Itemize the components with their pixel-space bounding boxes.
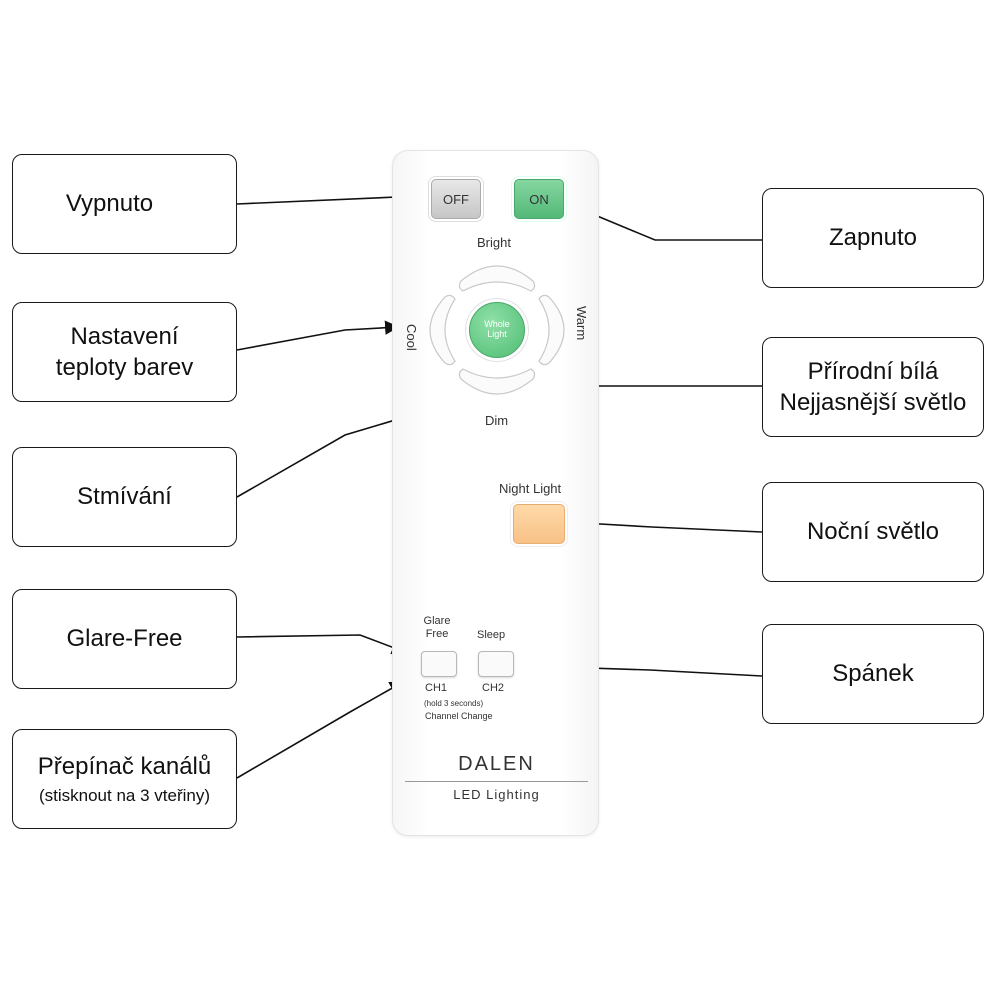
callout-stmivani: Stmívání bbox=[12, 447, 237, 547]
callout-stmivani-text: Stmívání bbox=[77, 483, 172, 511]
callout-prirodni-line1: Přírodní bílá bbox=[807, 357, 939, 385]
callout-spanek-text: Spánek bbox=[832, 660, 914, 688]
ch2-sleep-button[interactable] bbox=[478, 651, 514, 677]
callout-glare: Glare-Free bbox=[12, 589, 237, 689]
callout-prirodni-line2: Nejjasnější světlo bbox=[779, 389, 967, 416]
arrow-prepinac bbox=[236, 681, 405, 779]
channel-change-label: Channel Change bbox=[425, 711, 493, 721]
hold-label: (hold 3 seconds) bbox=[424, 699, 484, 708]
callout-spanek: Spánek bbox=[762, 624, 984, 724]
night-light-label: Night Light bbox=[499, 481, 562, 496]
glare-label-line1: Glare bbox=[423, 615, 451, 627]
off-button[interactable]: OFF bbox=[431, 179, 481, 219]
dim-label: Dim bbox=[485, 413, 509, 428]
ch1-label: CH1 bbox=[425, 682, 448, 694]
cool-label: Cool bbox=[404, 324, 419, 351]
arrow-nocni bbox=[581, 516, 763, 533]
on-button-label: ON bbox=[529, 191, 549, 207]
warm-label: Warm bbox=[574, 306, 589, 341]
callout-nocni-text: Noční světlo bbox=[806, 518, 940, 546]
whole-light-line1: Whole bbox=[484, 319, 510, 330]
callout-vypnuto-text: Vypnuto bbox=[65, 190, 154, 218]
cool-button[interactable] bbox=[429, 294, 456, 366]
brand-logo: DALEN bbox=[458, 753, 535, 775]
callout-prirodni: Přírodní bílá Nejjasnější světlo bbox=[762, 337, 984, 437]
on-button[interactable]: ON bbox=[514, 179, 564, 219]
arrow-zapnuto bbox=[576, 206, 762, 241]
ch1-glare-button[interactable] bbox=[421, 651, 457, 677]
callout-nocni: Noční světlo bbox=[762, 482, 984, 582]
callout-glare-text: Glare-Free bbox=[66, 625, 183, 653]
bright-label: Bright bbox=[477, 235, 511, 250]
bright-button[interactable] bbox=[458, 265, 536, 292]
off-button-label: OFF bbox=[443, 191, 469, 207]
callout-vypnuto: Vypnuto bbox=[12, 154, 237, 254]
dim-button[interactable] bbox=[458, 368, 536, 395]
arrow-glare bbox=[236, 634, 407, 655]
brand-subtitle: LED Lighting bbox=[453, 787, 540, 802]
sleep-label: Sleep bbox=[477, 629, 506, 641]
callout-prepinac: Přepínač kanálů (stisknout na 3 vteřiny) bbox=[12, 729, 237, 829]
glare-label-line2: Free bbox=[425, 628, 449, 641]
whole-light-line2: Light bbox=[487, 329, 507, 339]
callout-nastaveni-line1: Nastavení bbox=[70, 322, 179, 350]
arrow-nastaveni bbox=[236, 320, 400, 351]
night-light-button[interactable] bbox=[513, 504, 565, 544]
ch2-label: CH2 bbox=[482, 682, 505, 694]
glare-free-label: Glare Free bbox=[417, 615, 457, 641]
callout-zapnuto-text: Zapnuto bbox=[828, 224, 918, 252]
brand-divider bbox=[405, 781, 588, 782]
whole-light-button[interactable]: Whole Light bbox=[469, 302, 525, 358]
arrow-vypnuto bbox=[236, 189, 422, 205]
warm-button[interactable] bbox=[538, 294, 565, 366]
callout-nastaveni: Nastavení teploty barev bbox=[12, 302, 237, 402]
callout-zapnuto: Zapnuto bbox=[762, 188, 984, 288]
color-dpad bbox=[429, 265, 565, 395]
callout-nastaveni-line2: teploty barev bbox=[55, 354, 194, 381]
remote-control: OFF ON Bright Cool Warm Whole Light Dim … bbox=[392, 150, 599, 836]
callout-prepinac-line2: (stisknout na 3 vteřiny) bbox=[38, 785, 210, 805]
callout-prepinac-line1: Přepínač kanálů bbox=[37, 753, 212, 781]
